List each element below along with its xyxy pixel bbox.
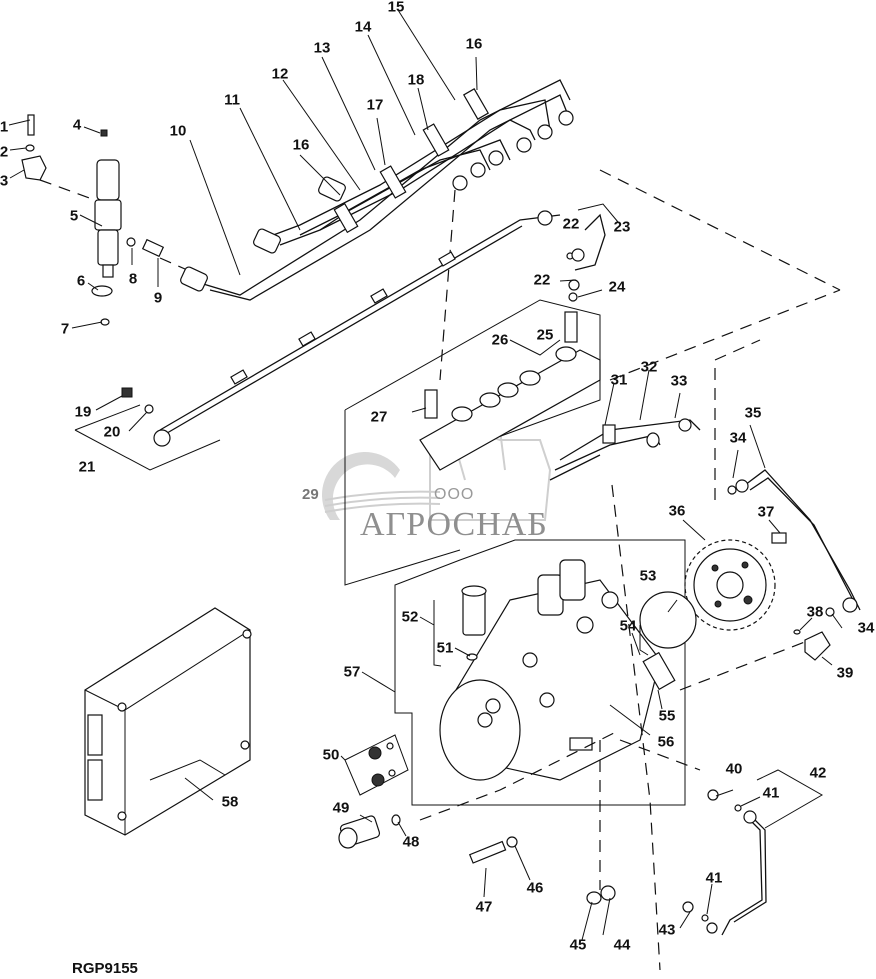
callout-label: 18 [407,71,425,89]
callout-label: 37 [757,503,775,521]
callout-label: 11 [224,91,240,109]
callout-label: 25 [536,326,554,344]
watermark-number: 29 [302,486,319,503]
callout-label: 27 [370,408,388,426]
leader-lines [8,9,843,941]
watermark-company-name: АГРОСНАБ [360,506,548,543]
line-23 [566,203,619,302]
callout-label: 15 [387,0,405,16]
callout-label: 55 [658,707,676,725]
lines-31-33 [549,169,861,611]
callout-label: 34 [729,429,747,447]
callout-label: 5 [69,207,79,225]
return-line [74,210,561,471]
callout-label: 50 [322,746,340,764]
callout-label: 16 [292,136,310,154]
callout-label: 26 [491,331,509,349]
callout-label: 22 [562,215,580,233]
callout-label: 33 [670,372,688,390]
callout-label: 22 [533,271,551,289]
callout-label: 57 [343,663,361,681]
callout-label: 44 [613,936,631,954]
callout-label: 20 [103,423,121,441]
callout-label: 3 [0,172,9,190]
common-rail [344,299,601,586]
pump-fittings [338,734,616,905]
callout-label: 43 [658,921,676,939]
callout-label: 34 [857,619,875,637]
callout-label: 46 [526,879,544,897]
injector-assembly [21,114,211,326]
callout-label: 54 [619,617,637,635]
callout-label: 10 [169,122,187,140]
callout-label: 39 [836,664,854,682]
callout-label: 41 [705,869,723,887]
callout-label: 32 [640,358,658,376]
callout-label: 58 [221,793,239,811]
callout-label: 40 [725,760,743,778]
callout-label: 52 [401,608,419,626]
callout-label: 45 [569,936,587,954]
ecu-module [84,607,252,836]
callout-label: 49 [332,799,350,817]
figure-id-label: RGP9155 [72,960,138,977]
callout-label: 2 [0,143,9,161]
callout-label: 17 [366,96,384,114]
callout-label: 16 [465,35,483,53]
callout-label: 12 [271,65,289,83]
callout-label: 9 [153,289,163,307]
callout-label: 53 [639,567,657,585]
callout-label: 36 [668,502,686,520]
callout-label: 47 [475,898,493,916]
callout-label: 31 [610,371,628,389]
line-42 [682,769,824,936]
callout-label: 56 [657,733,675,751]
callout-label: 14 [354,18,372,36]
callout-label: 42 [809,764,827,782]
watermark-gear-icon [321,451,400,520]
callout-label: 4 [72,116,82,134]
callout-label: 7 [60,320,70,338]
callout-label: 38 [806,603,824,621]
callout-label: 24 [608,278,626,296]
callout-label: 48 [402,833,420,851]
callout-label: 35 [744,404,762,422]
callout-label: 6 [76,272,86,290]
callout-label: 21 [78,458,96,476]
callout-label: 23 [613,218,631,236]
high-pressure-pump [394,484,811,971]
callout-label: 19 [74,403,92,421]
watermark-swoosh [324,490,441,513]
fuel-line-bundle [180,79,574,381]
callout-label: 13 [313,39,331,57]
callout-label: 41 [762,784,780,802]
callout-label: 1 [0,118,9,136]
callout-label: 8 [128,270,138,288]
watermark-company-prefix: ООО [434,486,475,503]
drive-gear [684,532,858,661]
callout-label: 51 [436,639,454,657]
